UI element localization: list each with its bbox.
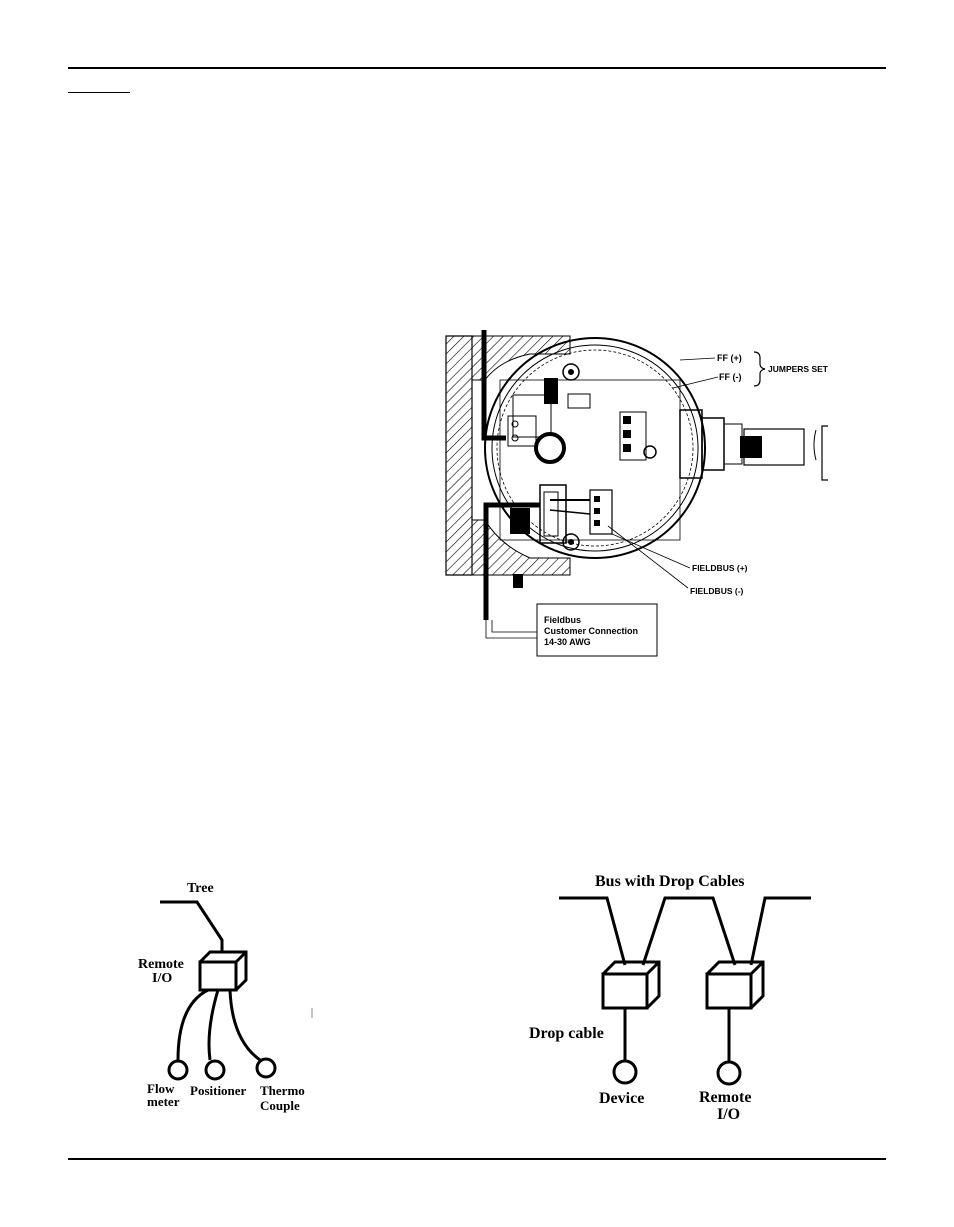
device-node <box>614 1061 636 1083</box>
tree-trunk <box>160 902 222 952</box>
label-ff-plus: FF (+) <box>717 353 742 363</box>
device-label-positioner: Positioner <box>190 1083 247 1098</box>
remote-io-node <box>718 1062 740 1084</box>
thermocouple-node <box>257 1059 275 1077</box>
capacitor <box>536 434 564 462</box>
conduit-fitting <box>680 410 702 478</box>
label-ff-minus: FF (-) <box>719 372 742 382</box>
wiring-diagram: FF (+) FF (-) JUMPERS SET FIELDBUS (+) F… <box>440 320 840 665</box>
bus-title: Bus with Drop Cables <box>595 873 745 890</box>
device-label-flow-meter-2: meter <box>147 1094 180 1109</box>
device-label-thermocouple-2: Couple <box>260 1098 300 1113</box>
bus-trunk <box>559 898 811 965</box>
customer-box-line1: Fieldbus <box>544 615 581 625</box>
remote-io-label-line2: I/O <box>717 1106 740 1123</box>
tree-hub-label-line2: I/O <box>152 971 172 986</box>
tree-drop-3 <box>230 990 260 1060</box>
positioner-node <box>206 1061 224 1079</box>
device-label: Device <box>599 1090 644 1107</box>
footer-rule <box>68 1158 886 1160</box>
housing-wall <box>446 336 472 575</box>
drop-cable-label: Drop cable <box>529 1025 604 1042</box>
bus-box-1 <box>603 962 659 1008</box>
flow-meter-node <box>169 1061 187 1079</box>
label-fieldbus-plus: FIELDBUS (+) <box>692 563 748 573</box>
header-rule <box>68 67 886 69</box>
device-label-thermocouple-1: Thermo <box>260 1083 305 1098</box>
tree-drop-2 <box>209 990 218 1060</box>
tree-title: Tree <box>187 881 214 896</box>
label-fieldbus-minus: FIELDBUS (-) <box>690 586 744 596</box>
remote-io-label-line1: Remote <box>699 1089 751 1106</box>
label-jumpers-set: JUMPERS SET <box>768 364 829 374</box>
bus-topology-diagram: Bus with Drop Cables Drop cable Device R… <box>525 868 825 1128</box>
tree-hub-label-line1: Remote <box>138 957 184 972</box>
jumpers-brace <box>754 352 765 386</box>
tree-hub-box <box>200 952 246 990</box>
customer-box-line2: Customer Connection <box>544 626 638 636</box>
tree-drop-1 <box>178 990 208 1060</box>
bus-box-2 <box>707 962 763 1008</box>
customer-box-line3: 14-30 AWG <box>544 637 591 647</box>
header-short-rule <box>68 92 130 93</box>
tree-topology-diagram: Tree Remote I/O Flow meter Positioner Th… <box>130 870 320 1120</box>
